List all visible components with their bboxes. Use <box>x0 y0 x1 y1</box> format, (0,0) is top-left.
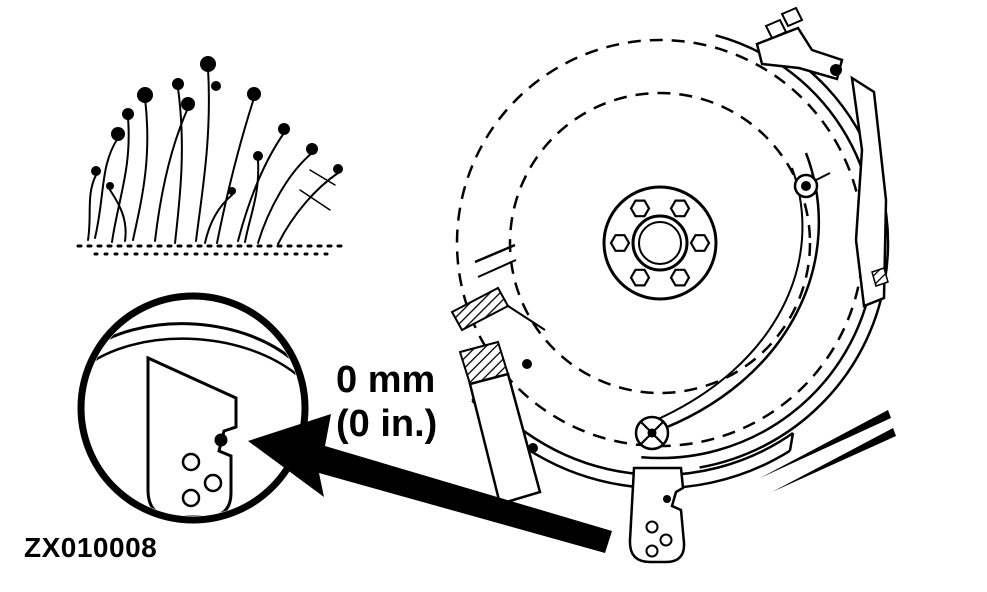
hub-bolt <box>609 234 631 252</box>
flower-head <box>172 78 184 90</box>
hub-face <box>602 185 718 301</box>
flower-head <box>306 143 318 155</box>
measurement-mm-label: 0 mm <box>336 359 436 401</box>
top-bracket-pin <box>830 64 842 76</box>
flower-head <box>253 151 263 161</box>
hub-bolt <box>689 234 711 252</box>
flower-head <box>247 87 261 101</box>
detail-contents <box>85 322 297 516</box>
grass-blade <box>109 189 127 242</box>
grass-blade <box>257 152 313 244</box>
callout-arrow <box>248 414 612 553</box>
bracket-link-line <box>507 305 546 331</box>
measurement-callout: 0 mm (0 in.) <box>336 358 437 446</box>
hub-bolts <box>609 199 711 287</box>
side-plate <box>850 75 888 308</box>
grass-blade <box>277 172 339 245</box>
tab-hole <box>659 533 673 547</box>
flower-head <box>200 56 216 72</box>
hub-bore-inner <box>638 221 682 265</box>
grass-sketch-stroke <box>309 169 336 186</box>
side-plate-hatch <box>871 267 889 287</box>
rivet-dot <box>522 359 532 369</box>
flower-head <box>211 81 221 91</box>
tab-hole <box>645 544 659 558</box>
backing-edge-line <box>474 243 516 264</box>
measurement-point-dot <box>214 433 228 447</box>
assembly-drawing <box>450 6 896 564</box>
flower-head <box>278 123 290 135</box>
band-end-line <box>788 432 795 452</box>
hub-bore-outer <box>631 214 689 272</box>
measurement-in-label: (0 in.) <box>336 403 438 445</box>
rivet-dot <box>528 443 538 453</box>
shoe-curve-outer <box>651 152 821 435</box>
grass-blade <box>237 132 285 242</box>
adjuster-center <box>647 428 657 438</box>
pointer-needle <box>760 410 891 478</box>
anchor-bolt-line <box>815 172 831 181</box>
hub-bolt <box>669 268 691 287</box>
hatched-bracket <box>450 286 510 332</box>
flower-head <box>111 127 125 141</box>
hub-bolt <box>669 199 691 218</box>
grass-blade <box>204 194 233 244</box>
grass-blade <box>94 137 119 239</box>
detail-hole <box>203 473 223 493</box>
top-bracket-bolt <box>780 6 804 28</box>
grass-blade <box>132 97 149 241</box>
detail-hole <box>181 452 201 472</box>
backing-edge-line <box>477 259 517 278</box>
grass-blade <box>87 174 97 241</box>
grass-blade <box>244 159 260 243</box>
grass-blade <box>174 87 183 244</box>
flower-head <box>137 87 153 103</box>
hub-bolt <box>629 268 651 287</box>
grass-blade <box>195 67 210 242</box>
top-bracket-bolt <box>764 18 788 40</box>
strut-body <box>468 372 542 506</box>
detail-rim-curve <box>85 337 297 375</box>
tab-hole <box>645 520 659 534</box>
tab-measurement-dot <box>663 495 671 503</box>
flower-head <box>122 108 134 120</box>
anchor-bolt-center <box>801 181 811 191</box>
grass-blade <box>154 107 189 242</box>
flower-head <box>106 182 114 190</box>
figure-id-label: ZX010008 <box>24 532 158 563</box>
detail-hole <box>181 488 201 508</box>
flower-head <box>181 97 195 111</box>
grass-blade <box>111 117 130 243</box>
grass-blade <box>216 97 255 244</box>
grass-sketch-stroke <box>299 189 331 211</box>
flower-head <box>333 164 343 174</box>
flower-head <box>91 166 101 176</box>
shoe-curve-inner <box>655 167 804 421</box>
grass-flower-heads <box>91 56 343 195</box>
magnifier-detail <box>77 292 309 524</box>
inner-dashed-circle <box>508 91 812 395</box>
hub-bolt <box>629 199 651 218</box>
pointer-needle <box>772 428 896 492</box>
flower-head <box>228 187 236 195</box>
grass-illustration <box>76 56 347 256</box>
